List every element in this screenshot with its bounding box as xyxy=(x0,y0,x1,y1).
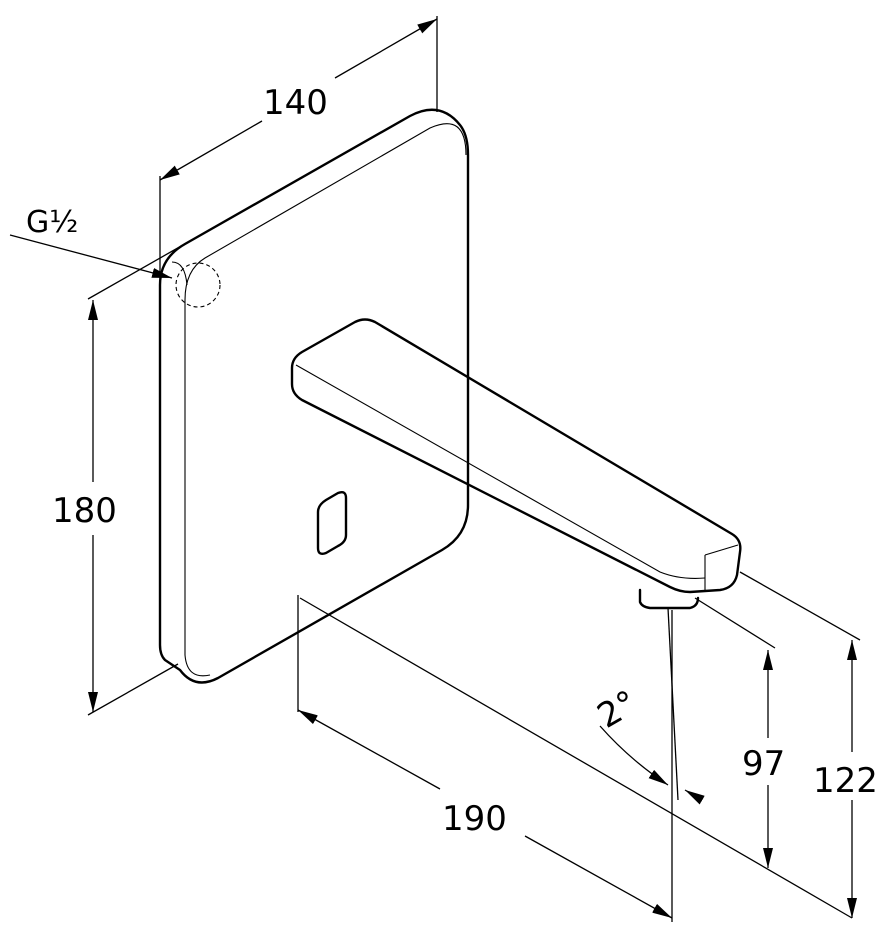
dimension-projection-label: 190 xyxy=(442,799,507,839)
dimension-total-height: 122 xyxy=(739,571,878,918)
thread-label: G½ xyxy=(26,205,78,240)
dimension-height: 180 xyxy=(52,240,191,716)
dimension-spout-height: 97 xyxy=(694,597,785,868)
dimension-spout-height-label: 97 xyxy=(742,744,785,784)
dimension-height-label: 180 xyxy=(52,491,117,531)
dimension-width-label: 140 xyxy=(263,83,328,123)
dimension-projection: 190 xyxy=(297,595,673,922)
wall-plate xyxy=(158,108,470,684)
dimension-width: 140 xyxy=(159,16,438,280)
sensor-window xyxy=(316,490,348,556)
thread-detail-circle xyxy=(175,262,221,308)
dimension-angle-label: 2° xyxy=(591,683,644,737)
extension-line xyxy=(299,597,853,919)
dimension-angle: 2° xyxy=(591,607,705,805)
spout xyxy=(290,318,742,610)
dimension-total-height-label: 122 xyxy=(813,761,878,801)
thread-callout: G½ xyxy=(9,205,173,279)
